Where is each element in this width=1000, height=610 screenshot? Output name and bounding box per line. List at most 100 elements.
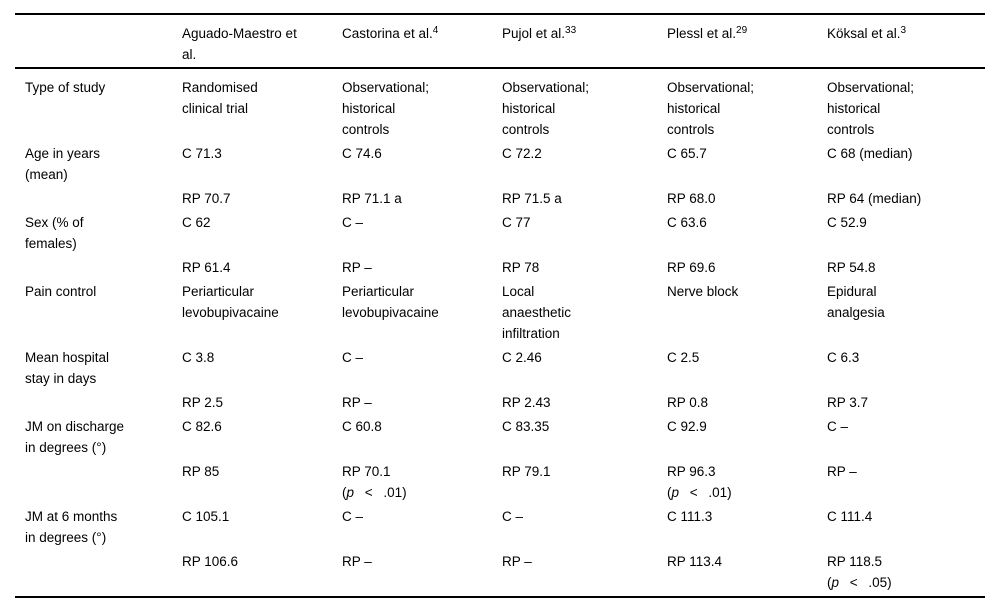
cell-value: Local anaesthetic infiltration — [502, 284, 572, 341]
cell-value: RP 85 — [182, 464, 220, 479]
row-label: JM on discharge in degrees (°) — [25, 419, 125, 455]
table-cell: RP 61.4 — [182, 257, 342, 281]
cell-value: C 77 — [502, 215, 531, 230]
table-cell: C 105.1 — [182, 506, 342, 551]
table-cell: Observational; historical controls — [827, 68, 985, 143]
cell-value: RP 113.4 — [667, 554, 723, 569]
cell-value: Observational; historical controls — [667, 80, 755, 137]
cell-value: RP – — [342, 554, 372, 569]
row-label — [15, 551, 182, 597]
cell-value: C – — [827, 419, 849, 434]
row-label: Age in years (mean) — [25, 146, 101, 182]
row-label: JM at 6 months in degrees (°) — [25, 509, 118, 545]
table-cell: Observational; historical controls — [502, 68, 667, 143]
table-cell: C 2.5 — [667, 347, 827, 392]
table-cell: RP 69.6 — [667, 257, 827, 281]
citation-superscript: 33 — [565, 25, 577, 36]
table-cell: RP 96.3(p < .01) — [667, 461, 827, 506]
cell-value: C – — [342, 350, 364, 365]
cell-value: RP – — [342, 395, 372, 410]
table-cell: RP 70.7 — [182, 188, 342, 212]
p-value-note: (p < .01) — [667, 485, 732, 500]
cell-value: RP 71.5 a — [502, 191, 562, 206]
row-label — [15, 188, 182, 212]
cell-value: C – — [342, 509, 364, 524]
cell-value: RP 54.8 — [827, 260, 876, 275]
cell-value: C 82.6 — [182, 419, 222, 434]
table-cell: C 111.4 — [827, 506, 985, 551]
cell-value: RP 64 (median) — [827, 191, 922, 206]
table-cell: RP – — [342, 392, 502, 416]
table-row: JM at 6 months in degrees (°) C 105.1 C – C… — [15, 506, 985, 551]
cell-value: RP 70.1 — [342, 464, 391, 479]
cell-value: RP 2.43 — [502, 395, 551, 410]
cell-value: C 65.7 — [667, 146, 707, 161]
cell-value: RP 61.4 — [182, 260, 231, 275]
column-header: Pujol et al.33 — [502, 14, 667, 69]
table-cell: C 63.6 — [667, 212, 827, 257]
cell-value: RP 79.1 — [502, 464, 551, 479]
table-cell: RP 54.8 — [827, 257, 985, 281]
table-cell: RP 68.0 — [667, 188, 827, 212]
cell-value: RP 106.6 — [182, 554, 239, 569]
table-cell: RP – — [342, 257, 502, 281]
table-cell: C 60.8 — [342, 416, 502, 461]
table-cell: C 111.3 — [667, 506, 827, 551]
row-label — [15, 461, 182, 506]
row-label: Mean hospital stay in days — [25, 350, 110, 386]
cell-value: C 83.35 — [502, 419, 550, 434]
table-cell: C 52.9 — [827, 212, 985, 257]
table-cell: C 82.6 — [182, 416, 342, 461]
table-cell: Periarticular levobupivacaine — [182, 281, 342, 347]
cell-value: C 2.46 — [502, 350, 542, 365]
cell-value: RP 3.7 — [827, 395, 869, 410]
cell-value: C 111.4 — [827, 509, 873, 524]
row-label: Sex (% of females) — [25, 215, 84, 251]
table-cell: C 74.6 — [342, 143, 502, 188]
row-label-header — [15, 14, 182, 69]
citation-superscript: 3 — [900, 25, 907, 36]
column-header: Köksal et al.3 — [827, 14, 985, 69]
table-cell: RP – — [502, 551, 667, 597]
row-label — [15, 392, 182, 416]
cell-value: C 6.3 — [827, 350, 860, 365]
cell-value: Observational; historical controls — [342, 80, 430, 137]
cell-value: RP – — [502, 554, 532, 569]
citation-superscript: 29 — [736, 25, 748, 36]
column-header: Aguado-Maestro et al. — [182, 14, 342, 69]
cell-value: Nerve block — [667, 284, 739, 299]
table-cell: C 6.3 — [827, 347, 985, 392]
cell-value: RP 2.5 — [182, 395, 224, 410]
cell-value: C 72.2 — [502, 146, 542, 161]
cell-value: C 105.1 — [182, 509, 230, 524]
table-row: JM on discharge in degrees (°) C 82.6 C 60… — [15, 416, 985, 461]
cell-value: C 3.8 — [182, 350, 215, 365]
table-cell: RP 78 — [502, 257, 667, 281]
table-cell: RP 3.7 — [827, 392, 985, 416]
column-header-label: Plessl et al. — [667, 26, 737, 41]
table-cell: RP – — [342, 551, 502, 597]
cell-value: RP 71.1 a — [342, 191, 402, 206]
p-value-note: (p < .05) — [827, 575, 892, 590]
cell-value: C 63.6 — [667, 215, 707, 230]
cell-value: C 2.5 — [667, 350, 700, 365]
table-cell: RP 85 — [182, 461, 342, 506]
column-header: Plessl et al.29 — [667, 14, 827, 69]
cell-value: RP 70.7 — [182, 191, 231, 206]
table-cell: C 71.3 — [182, 143, 342, 188]
table-cell: Nerve block — [667, 281, 827, 347]
cell-value: C 92.9 — [667, 419, 707, 434]
table-cell: RP 2.5 — [182, 392, 342, 416]
cell-value: Periarticular levobupivacaine — [182, 284, 279, 320]
table-cell: C 65.7 — [667, 143, 827, 188]
cell-value: C 52.9 — [827, 215, 867, 230]
cell-value: RP – — [342, 260, 372, 275]
table-cell: RP 71.5 a — [502, 188, 667, 212]
table-row: Mean hospital stay in days C 3.8 C – C 2.46… — [15, 347, 985, 392]
cell-value: C 60.8 — [342, 419, 382, 434]
